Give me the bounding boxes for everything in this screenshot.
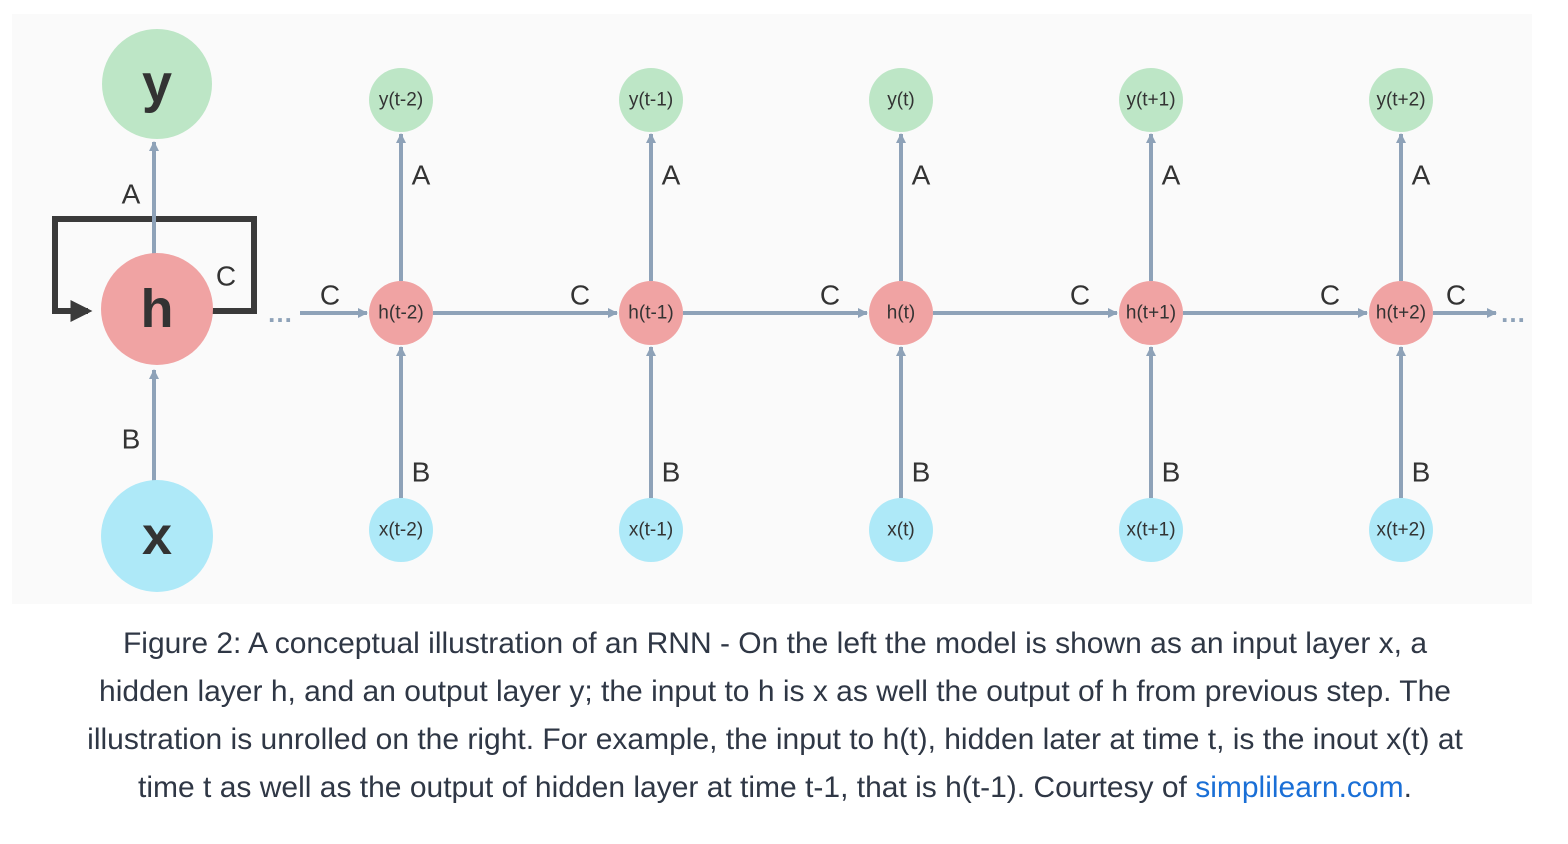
output-node xyxy=(1119,68,1183,132)
folded-rnn: y h x A B C xyxy=(52,29,257,592)
caption-line-4-end: . xyxy=(1403,771,1412,804)
output-node-label: y(t-2) xyxy=(379,90,423,111)
folded-weight-b: B xyxy=(122,424,141,455)
input-node xyxy=(869,498,933,562)
time-step-2: y(t-1) h(t-1) x(t-1) A B C xyxy=(570,68,683,562)
caption-line-4: time t as well as the output of hidden l… xyxy=(138,771,1196,804)
folded-output-node xyxy=(102,29,212,139)
input-node xyxy=(1119,498,1183,562)
hidden-node xyxy=(1369,281,1433,345)
folded-weight-c: C xyxy=(216,261,236,292)
simplilearn-link[interactable]: simplilearn.com xyxy=(1195,771,1404,804)
output-node xyxy=(369,68,433,132)
input-node-label: x(t-2) xyxy=(379,520,423,541)
time-step-5: y(t+2) h(t+2) x(t+2) A B C xyxy=(1320,68,1433,562)
folded-input-label: x xyxy=(142,506,172,566)
folded-weight-a: A xyxy=(122,179,141,210)
hidden-node-label: h(t-2) xyxy=(378,303,423,324)
hidden-node xyxy=(619,281,683,345)
time-step-4: y(t+1) h(t+1) x(t+1) A B C xyxy=(1070,68,1183,562)
weight-c-label: C xyxy=(570,280,590,311)
folded-hidden-node xyxy=(101,253,213,365)
hidden-node xyxy=(1119,281,1183,345)
time-step-1: y(t-2) h(t-2) x(t-2) A B C xyxy=(320,68,433,562)
weight-b-label: B xyxy=(912,457,931,488)
weight-c-label: C xyxy=(820,280,840,311)
hidden-node xyxy=(869,281,933,345)
weight-a-label: A xyxy=(662,160,681,191)
input-node-label: x(t+2) xyxy=(1376,520,1425,541)
folded-output-label: y xyxy=(142,54,172,114)
weight-b-label: B xyxy=(412,457,431,488)
caption-line-2: hidden layer h, and an output layer y; t… xyxy=(99,675,1451,708)
weight-a-label: A xyxy=(1162,160,1181,191)
trailing-weight-c: C xyxy=(1446,280,1466,311)
input-node-label: x(t) xyxy=(887,520,914,541)
leading-ellipsis: … xyxy=(267,298,293,328)
hidden-node-label: h(t-1) xyxy=(628,303,673,324)
weight-a-label: A xyxy=(1412,160,1431,191)
weight-b-label: B xyxy=(1162,457,1181,488)
trailing-ellipsis: … xyxy=(1500,298,1526,328)
input-node-label: x(t-1) xyxy=(629,520,673,541)
caption-line-3: illustration is unrolled on the right. F… xyxy=(87,723,1463,756)
output-node xyxy=(869,68,933,132)
folded-input-node xyxy=(101,480,213,592)
output-node-label: y(t+1) xyxy=(1126,90,1175,111)
folded-hidden-label: h xyxy=(141,279,174,339)
output-node xyxy=(619,68,683,132)
weight-b-label: B xyxy=(662,457,681,488)
weight-c-label: C xyxy=(1320,280,1340,311)
weight-c-label: C xyxy=(320,280,340,311)
rnn-diagram: y h x A B C … … C y(t-2) h(t-2) x(t-2) A B Cy… xyxy=(52,29,1526,592)
hidden-node-label: h(t+2) xyxy=(1376,303,1426,324)
hidden-node-label: h(t) xyxy=(887,303,916,324)
figure-caption: Figure 2: A conceptual illustration of a… xyxy=(10,620,1540,812)
weight-b-label: B xyxy=(1412,457,1431,488)
unrolled-rnn: … … C y(t-2) h(t-2) x(t-2) A B Cy(t-1) h(t-1) x… xyxy=(267,68,1526,562)
hidden-node-label: h(t+1) xyxy=(1126,303,1176,324)
time-step-3: y(t) h(t) x(t) A B C xyxy=(820,68,933,562)
input-node xyxy=(1369,498,1433,562)
input-node xyxy=(619,498,683,562)
input-node xyxy=(369,498,433,562)
output-node-label: y(t) xyxy=(887,90,914,111)
weight-a-label: A xyxy=(412,160,431,191)
hidden-node xyxy=(369,281,433,345)
output-node xyxy=(1369,68,1433,132)
caption-line-1: Figure 2: A conceptual illustration of a… xyxy=(122,627,1428,660)
output-node-label: y(t+2) xyxy=(1376,90,1425,111)
output-node-label: y(t-1) xyxy=(629,90,673,111)
input-node-label: x(t+1) xyxy=(1126,520,1175,541)
weight-c-label: C xyxy=(1070,280,1090,311)
diagram-panel xyxy=(12,14,1532,604)
weight-a-label: A xyxy=(912,160,931,191)
